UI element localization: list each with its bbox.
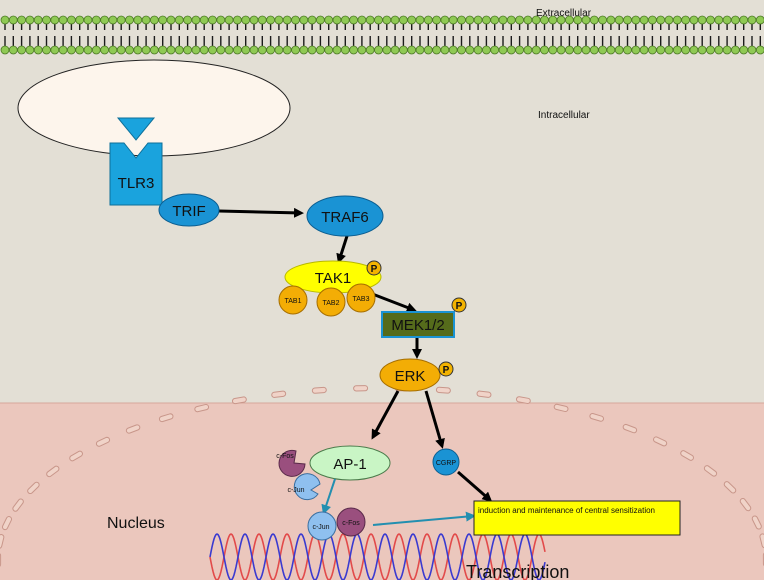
arrow-trif-traf6 [218, 207, 304, 218]
cfos-protein-upper [278, 449, 306, 477]
tlr3-label: TLR3 [118, 175, 155, 192]
nucleus-region [0, 403, 764, 580]
erk-label: ERK [395, 368, 426, 385]
cfos-upper-label: c-Fos [276, 453, 294, 460]
tab3-label: TAB3 [353, 296, 370, 303]
arrow-erk-cgrp [424, 390, 445, 449]
traf6-node [306, 195, 384, 237]
cell-membrane [0, 15, 764, 55]
tab2-node [316, 287, 346, 317]
arrow-traf6-tak1 [336, 235, 349, 264]
traf6-label: TRAF6 [321, 209, 369, 226]
tab1-node [278, 285, 308, 315]
nucleus-label: Nucleus [107, 515, 165, 532]
mek-phospho-label: P [456, 301, 463, 312]
tak1-phospho-badge [366, 260, 382, 276]
ligand-triangle [116, 117, 156, 141]
outcome-box [473, 500, 681, 536]
cjun-upper-label: c-Jun [287, 487, 304, 494]
cjun-dimer-label: c-Jun [312, 524, 329, 531]
cjun-protein-dimer [307, 511, 337, 541]
ap1-label: AP-1 [333, 456, 366, 473]
arrow-dimer-outcome [372, 511, 476, 526]
erk-node [379, 358, 441, 392]
cjun-protein-upper [293, 473, 321, 501]
erk-phospho-badge [438, 361, 454, 377]
transcription-label: Transcription [466, 562, 569, 580]
trif-node [158, 193, 220, 227]
nuclear-envelope [0, 385, 764, 568]
cgrp-label: CGRP [436, 460, 457, 467]
outcome-text: induction and maintenance of central sen… [478, 506, 655, 515]
tak1-phospho-label: P [371, 264, 378, 275]
tab1-label: TAB1 [285, 298, 302, 305]
mek-label: MEK1/2 [391, 317, 444, 334]
cgrp-node [432, 448, 460, 476]
arrow-erk-ap1 [371, 390, 400, 440]
extracellular-label: Extracellular [536, 8, 592, 19]
cfos-dimer-label: c-Fos [342, 520, 360, 527]
tab3-node [346, 283, 376, 313]
ap1-node [309, 445, 391, 481]
erk-phospho-label: P [443, 365, 450, 376]
endosome [17, 59, 291, 157]
arrow-cgrp-outcome [457, 470, 493, 502]
tak1-label: TAK1 [315, 270, 351, 287]
mek-node [381, 311, 455, 338]
cfos-protein-dimer [336, 507, 366, 537]
tlr3-receptor [109, 142, 163, 206]
intracellular-label: Intracellular [538, 110, 590, 121]
trif-label: TRIF [172, 203, 205, 220]
dna-helix [209, 533, 546, 580]
tab2-label: TAB2 [323, 300, 340, 307]
arrow-ap1-dna [321, 478, 336, 515]
mek-phospho-badge [451, 297, 467, 313]
